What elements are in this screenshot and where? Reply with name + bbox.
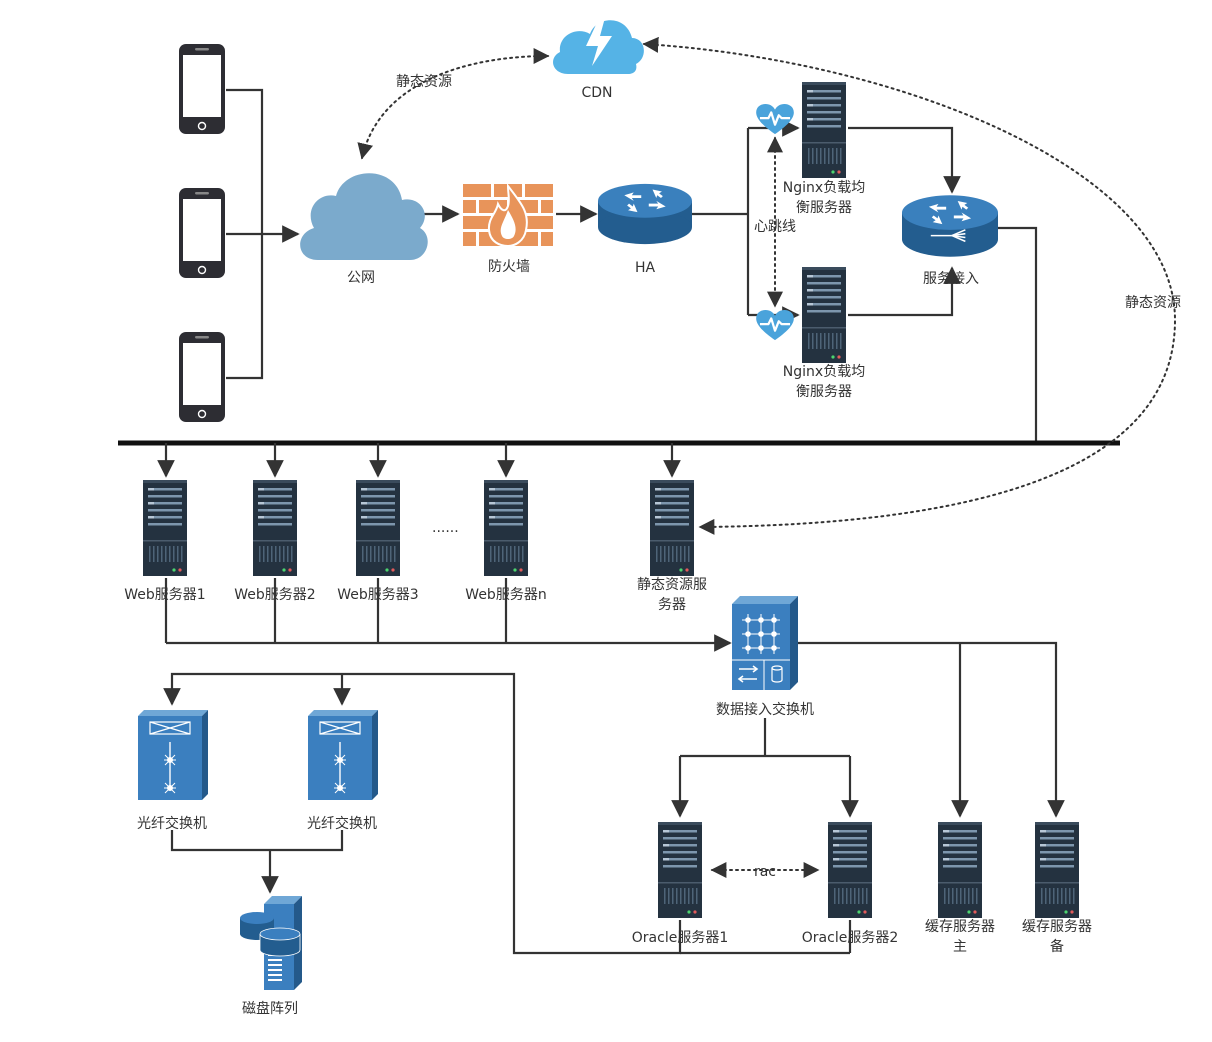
server-icon (143, 480, 187, 576)
server-icon (658, 822, 702, 918)
disk-array-icon (240, 896, 303, 990)
firewall-icon (462, 182, 554, 248)
server-icon (484, 480, 528, 576)
nginx2-label-line1: Nginx负载均 (783, 364, 865, 380)
data-access-switch[interactable]: 数据接入交换机 (716, 596, 814, 718)
server-icon (356, 480, 400, 576)
fiber-switch-1[interactable]: 光纤交换机 (137, 710, 208, 832)
static-server-label-line1: 静态资源服 (637, 577, 707, 593)
oracle-server-2[interactable]: Oracle服务器2 (802, 822, 898, 946)
fiber-switch-icon (308, 710, 378, 800)
web-server-n[interactable]: Web服务器n (465, 480, 547, 603)
router-icon (598, 183, 692, 245)
web1-label: Web服务器1 (124, 587, 205, 603)
webn-label: Web服务器n (465, 587, 546, 603)
static-resource-label-top: 静态资源 (396, 74, 452, 90)
cache-backup-label-line1: 缓存服务器 (1022, 919, 1092, 935)
cache-backup-label-line2: 备 (1050, 938, 1064, 955)
smartphone-icon[interactable] (179, 332, 225, 422)
web-server-1[interactable]: Web服务器1 (124, 480, 206, 603)
web2-label: Web服务器2 (234, 587, 315, 603)
server-icon (253, 480, 297, 576)
service-access-label: 服务接入 (923, 270, 979, 287)
smartphone-icon[interactable] (179, 188, 225, 278)
internet-label: 公网 (347, 270, 375, 286)
fiber-switch-2[interactable]: 光纤交换机 (307, 710, 378, 832)
ellipsis-label: ...... (432, 520, 459, 536)
nginx-server-1[interactable]: Nginx负载均 衡服务器 (756, 82, 865, 216)
server-icon (650, 480, 694, 576)
oracle2-label: Oracle服务器2 (802, 930, 898, 946)
oracle1-label: Oracle服务器1 (632, 930, 728, 946)
static-server-label-line2: 务器 (658, 597, 686, 613)
cache-main-label-line1: 缓存服务器 (925, 919, 995, 935)
static-resource-server[interactable]: 静态资源服 务器 (637, 480, 707, 613)
nginx1-label-line1: Nginx负载均 (783, 180, 865, 196)
nginx2-label-line2: 衡服务器 (796, 384, 852, 400)
server-icon (828, 822, 872, 918)
web-server-3[interactable]: Web服务器3 (337, 480, 419, 603)
fc-switch1-label: 光纤交换机 (137, 815, 207, 832)
switch-icon (732, 596, 798, 690)
server-icon (1035, 822, 1079, 918)
data-switch-label: 数据接入交换机 (716, 701, 814, 718)
dotted-links (357, 36, 1177, 878)
server-icon (802, 267, 846, 363)
rac-label: rac (754, 864, 776, 880)
ha-label: HA (635, 260, 656, 276)
server-icon (938, 822, 982, 918)
heartbeat-label: 心跳线 (754, 219, 796, 235)
smartphone-icon[interactable] (179, 44, 225, 134)
web3-label: Web服务器3 (337, 587, 418, 603)
connection-lines (118, 88, 1120, 955)
cloud-icon (300, 173, 428, 260)
firewall-node[interactable]: 防火墙 (462, 182, 554, 275)
heartbeat-icon (756, 104, 794, 136)
ha-node[interactable]: HA (598, 183, 692, 276)
disk-array[interactable]: 磁盘阵列 (240, 896, 303, 1017)
web-server-2[interactable]: Web服务器2 (234, 480, 316, 603)
cache-server-main[interactable]: 缓存服务器 主 (925, 822, 995, 955)
static-resource-label-right: 静态资源 (1125, 295, 1181, 311)
disk-array-label: 磁盘阵列 (242, 1000, 298, 1017)
server-icon (802, 82, 846, 178)
fiber-switch-icon (138, 710, 208, 800)
nginx-server-2[interactable]: Nginx负载均 衡服务器 (756, 267, 865, 400)
router-icon (902, 194, 998, 258)
firewall-label: 防火墙 (488, 259, 530, 275)
oracle-server-1[interactable]: Oracle服务器1 (632, 822, 728, 946)
service-access-node[interactable]: 服务接入 (902, 194, 998, 287)
cdn-node[interactable]: CDN (553, 14, 644, 101)
cache-main-label-line2: 主 (953, 939, 967, 955)
nginx1-label-line2: 衡服务器 (796, 200, 852, 216)
internet-node[interactable]: 公网 (300, 173, 428, 286)
cache-server-backup[interactable]: 缓存服务器 备 (1022, 822, 1092, 955)
fc-switch2-label: 光纤交换机 (307, 815, 377, 832)
cdn-label: CDN (581, 85, 612, 101)
